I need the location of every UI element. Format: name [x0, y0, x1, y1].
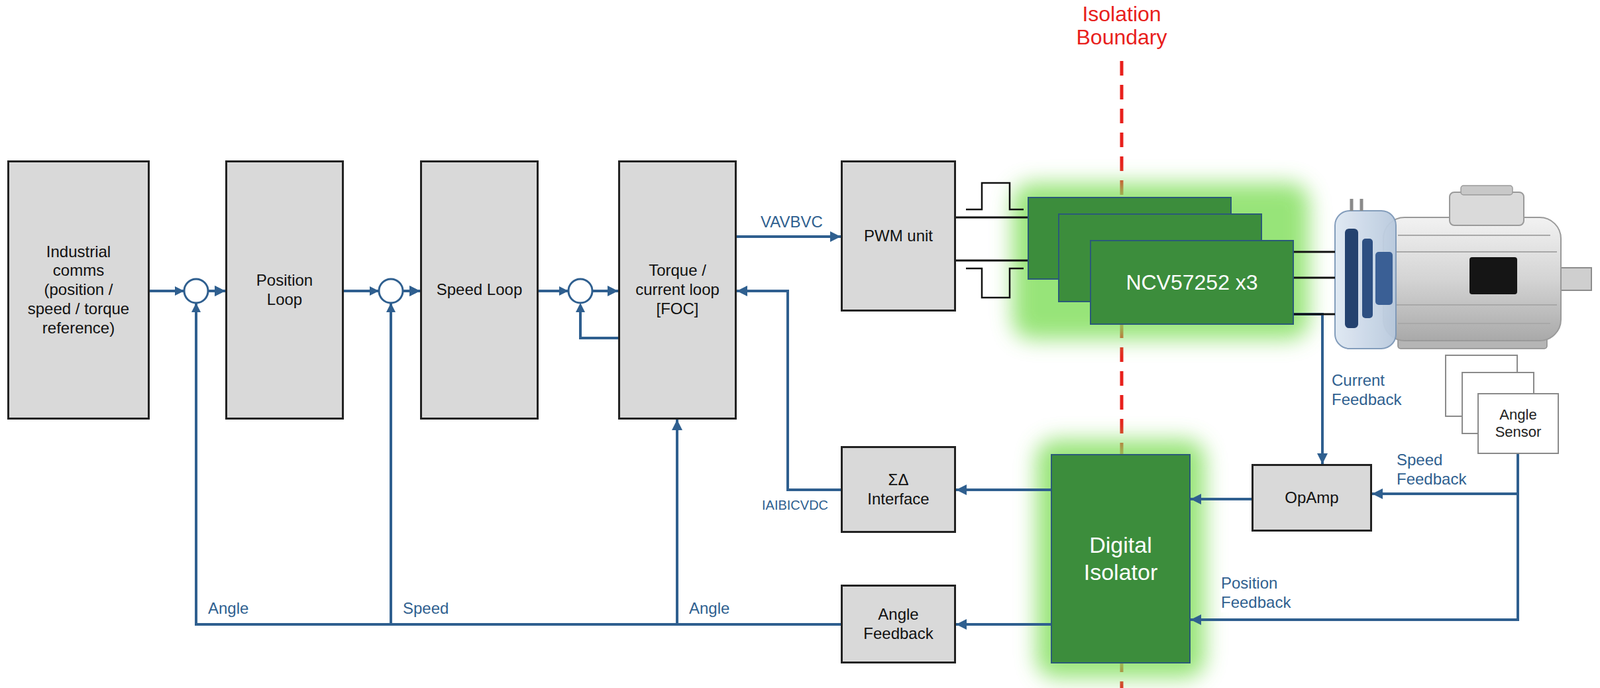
node-text: PWM unit: [863, 226, 933, 246]
junction-arrowhead: [174, 286, 185, 296]
connector: [677, 419, 841, 625]
connector: [956, 216, 1028, 219]
node-text: Angle Sensor: [1486, 406, 1550, 442]
summing-junction: [568, 278, 593, 303]
motor-wires: [1293, 251, 1335, 315]
isolator-box: Digital Isolator: [1050, 453, 1191, 664]
text-block: Digital Isolator: [1064, 531, 1178, 586]
driver-glow: [1012, 182, 1310, 340]
process-box: ΣΔ Interface: [840, 445, 957, 533]
process-box: PWM unit: [840, 160, 957, 312]
lifting-eye: [1351, 198, 1362, 211]
feedback-loop-line: [580, 311, 619, 338]
terminal-lid: [1460, 185, 1513, 195]
node-text: OpAmp: [1284, 488, 1339, 508]
pwm-pulse-symbol: [965, 182, 1024, 210]
motor-rotor: [1375, 251, 1393, 305]
signal-label: Angle: [689, 598, 730, 619]
text-block: Speed Loop: [436, 280, 523, 300]
summing-junction: [184, 278, 209, 303]
junction-arrowhead: [559, 286, 569, 296]
pwm-pulse-symbol: [965, 268, 1024, 298]
connector: [1293, 314, 1323, 464]
connector: [956, 259, 1028, 262]
junction-arrowhead: [191, 302, 201, 313]
text-block: NCV57252 x3: [1125, 269, 1258, 295]
text-block: OpAmp: [1284, 488, 1339, 508]
sensor-card: Angle Sensor: [1477, 392, 1559, 454]
connector: [956, 622, 1051, 626]
motor-plate: [1469, 257, 1518, 295]
connector: [956, 488, 1051, 491]
motor-fins: [1394, 235, 1557, 324]
process-box: Position Loop: [225, 160, 344, 420]
connector: [736, 235, 841, 238]
driver-stack: NCV57252 x3: [1027, 196, 1294, 325]
node-text: ΣΔ Interface: [861, 470, 935, 509]
text-block: PWM unit: [863, 226, 933, 246]
node-text: Angle Feedback: [858, 604, 939, 644]
text-block: Industrial comms (position / speed / tor…: [22, 242, 136, 338]
text-block: Torque / current loop [FOC]: [628, 261, 728, 319]
node-text: Torque / current loop [FOC]: [628, 261, 728, 319]
process-box: Torque / current loop [FOC]: [618, 160, 737, 420]
text-block: Angle Sensor: [1486, 406, 1550, 442]
boundary-label: Isolation Boundary: [1042, 2, 1202, 49]
signal-label: Speed: [402, 598, 449, 619]
process-box: Industrial comms (position / speed / tor…: [7, 160, 150, 420]
text-block: Position Loop: [248, 270, 322, 310]
signal-label: Speed Feedback: [1396, 450, 1470, 489]
isolator-glow: [1036, 439, 1206, 678]
signal-label: Current Feedback: [1331, 371, 1412, 410]
terminal-box: [1449, 192, 1524, 226]
signal-label: IAIBICVDC: [761, 496, 829, 513]
motor-endcap: [1334, 210, 1396, 349]
node-text: Industrial comms (position / speed / tor…: [22, 242, 136, 338]
stacked-cards: [1027, 196, 1294, 325]
junction-arrowhead: [386, 302, 396, 313]
driver-card: [1090, 240, 1294, 324]
node-text: NCV57252 x3: [1125, 269, 1258, 295]
motor-shaft: [1556, 267, 1592, 291]
driver-text-area: NCV57252 x3: [1089, 239, 1294, 325]
junction-arrowhead: [575, 302, 586, 313]
signal-label: Position Feedback: [1221, 573, 1298, 613]
text-block: ΣΔ Interface: [861, 470, 935, 509]
connector: [1190, 497, 1252, 501]
summing-junction: [378, 278, 403, 303]
node-text: Digital Isolator: [1064, 531, 1178, 586]
process-box: OpAmp: [1251, 463, 1373, 532]
connector: [736, 290, 841, 490]
motor-fan: [1344, 228, 1359, 328]
process-box: Angle Feedback: [840, 584, 957, 664]
motor-body: [1383, 217, 1561, 341]
junction-arrowhead: [369, 286, 379, 296]
motor-illustration: [1334, 185, 1592, 349]
text-block: Angle Feedback: [858, 604, 939, 644]
signal-label: Angle: [208, 598, 249, 619]
node-text: Position Loop: [248, 270, 322, 310]
process-box: Speed Loop: [420, 160, 539, 420]
motor-fan: [1362, 238, 1373, 319]
node-text: Speed Loop: [436, 280, 523, 300]
signal-label: VAVBVC: [760, 212, 823, 232]
